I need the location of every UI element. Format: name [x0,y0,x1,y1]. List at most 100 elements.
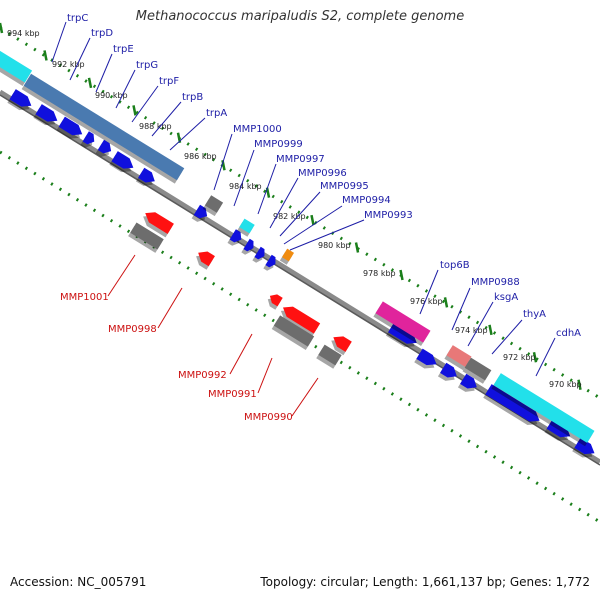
gene-label[interactable]: MMP0998 [108,324,157,335]
gene-label[interactable]: MMP0992 [178,370,227,381]
feature-box-pink[interactable] [444,345,472,371]
scale-tick [43,50,48,61]
feature-box-steelblue[interactable] [21,73,185,184]
gene-label[interactable]: MMP0995 [320,181,369,192]
label-leader-line [213,133,233,191]
feature-box-magenta[interactable] [373,301,431,347]
forward-gene-arrow[interactable] [252,246,267,265]
kbp-label: 976 kbp [410,297,443,306]
forward-gene-arrow[interactable] [95,139,115,160]
forward-gene-arrow[interactable] [109,151,136,176]
kbp-label: 984 kbp [229,182,262,191]
gene-label[interactable]: MMP0999 [254,139,303,150]
label-leader-line [229,333,253,375]
gene-label[interactable]: trpB [182,92,203,103]
forward-gene-arrow[interactable] [227,229,244,248]
gene-label[interactable]: trpC [67,13,88,24]
gene-label[interactable]: MMP0996 [298,168,347,179]
label-leader-line [419,269,439,315]
kbp-label: 988 kbp [139,122,172,131]
label-leader-line [451,287,471,331]
gene-label[interactable]: trpE [113,44,134,55]
forward-gene-arrow[interactable] [241,238,256,257]
feature-box-orange[interactable] [279,248,295,265]
gene-label[interactable]: trpA [206,108,227,119]
feature-box-gray[interactable] [128,222,164,253]
gene-label[interactable]: MMP0994 [342,195,391,206]
gene-label[interactable]: ksgA [494,292,518,303]
forward-gene-arrow[interactable] [457,373,480,396]
feature-box-cyan[interactable] [237,218,255,237]
label-leader-line [279,191,321,237]
label-leader-line [95,53,113,93]
label-leader-line [535,337,556,377]
gene-label[interactable]: trpG [136,60,158,71]
label-leader-line [467,301,494,347]
gene-label[interactable]: MMP0991 [208,389,257,400]
gene-label-layer: trpC trpD trpE trpG trpF trpB trpA MMP10… [60,13,581,423]
map-title: Methanococcus maripaludis S2, complete g… [135,9,465,24]
forward-gene-arrow[interactable] [414,348,439,373]
gene-label[interactable]: MMP0993 [364,210,413,221]
scale-tick [132,105,137,116]
forward-gene-arrow[interactable] [263,254,278,273]
feature-box-cyan[interactable] [0,45,33,86]
label-leader-line [233,149,255,207]
gene-label[interactable]: trpD [91,28,113,39]
feature-box-gray[interactable] [462,357,492,384]
reverse-gene-arrow[interactable] [278,302,321,338]
kbp-label: 974 kbp [455,326,488,335]
label-leader-line [151,101,182,137]
scale-tick [443,297,449,308]
forward-gene-arrow[interactable] [544,418,574,445]
gene-label[interactable]: trpF [159,76,179,87]
label-leader-line [491,319,523,355]
gene-label[interactable]: top6B [440,260,470,271]
kbp-label: 990 kbp [95,91,128,100]
forward-gene-arrow[interactable] [7,89,34,114]
gene-label[interactable]: MMP0997 [276,154,325,165]
gene-label[interactable]: MMP0990 [244,412,293,423]
gene-label[interactable]: MMP1000 [233,124,282,135]
kbp-label-layer: 994 kbp 992 kbp 990 kbp 988 kbp 986 kbp … [7,29,582,389]
reverse-gene-arrow[interactable] [265,292,283,310]
forward-gene-arrow[interactable] [437,362,460,385]
scale-tick [354,242,360,253]
accession-text: Accession: NC_005791 [10,575,147,589]
forward-gene-arrow[interactable] [385,322,420,351]
label-leader-line [107,254,136,297]
forward-gene-arrow[interactable] [80,131,97,150]
label-leader-line [115,69,136,109]
label-leader-line [289,219,365,251]
scale-tick [87,77,93,89]
gene-label[interactable]: MMP1001 [60,292,109,303]
gene-label[interactable]: MMP0988 [471,277,520,288]
label-leader-line [51,21,67,63]
reverse-gene-arrow[interactable] [140,208,174,238]
kbp-label: 986 kbp [184,152,217,161]
label-leader-line [157,287,183,329]
reverse-gene-arrow[interactable] [193,248,215,270]
feature-box-gray[interactable] [202,195,224,217]
forward-gene-arrow[interactable] [572,437,597,462]
forward-gene-arrow[interactable] [135,167,158,190]
feature-box-gray[interactable] [316,344,342,369]
kbp-label: 982 kbp [273,212,306,221]
forward-gene-arrow[interactable] [33,104,60,129]
forward-gene-arrow[interactable] [483,384,542,429]
feature-box-cyan[interactable] [491,373,595,447]
gene-label[interactable]: thyA [523,309,546,320]
scale-tick [532,352,538,363]
forward-gene-arrow[interactable] [191,204,211,225]
summary-text: Topology: circular; Length: 1,661,137 bp… [260,575,590,589]
feature-box-gray[interactable] [271,315,315,351]
kbp-label: 994 kbp [7,29,40,38]
forward-gene-arrow[interactable] [56,116,86,143]
reverse-gene-arrow[interactable] [328,332,352,356]
kbp-label: 978 kbp [363,269,396,278]
gene-label[interactable]: cdhA [556,328,581,339]
label-leader-line [69,37,91,81]
scale-tick [310,214,315,226]
